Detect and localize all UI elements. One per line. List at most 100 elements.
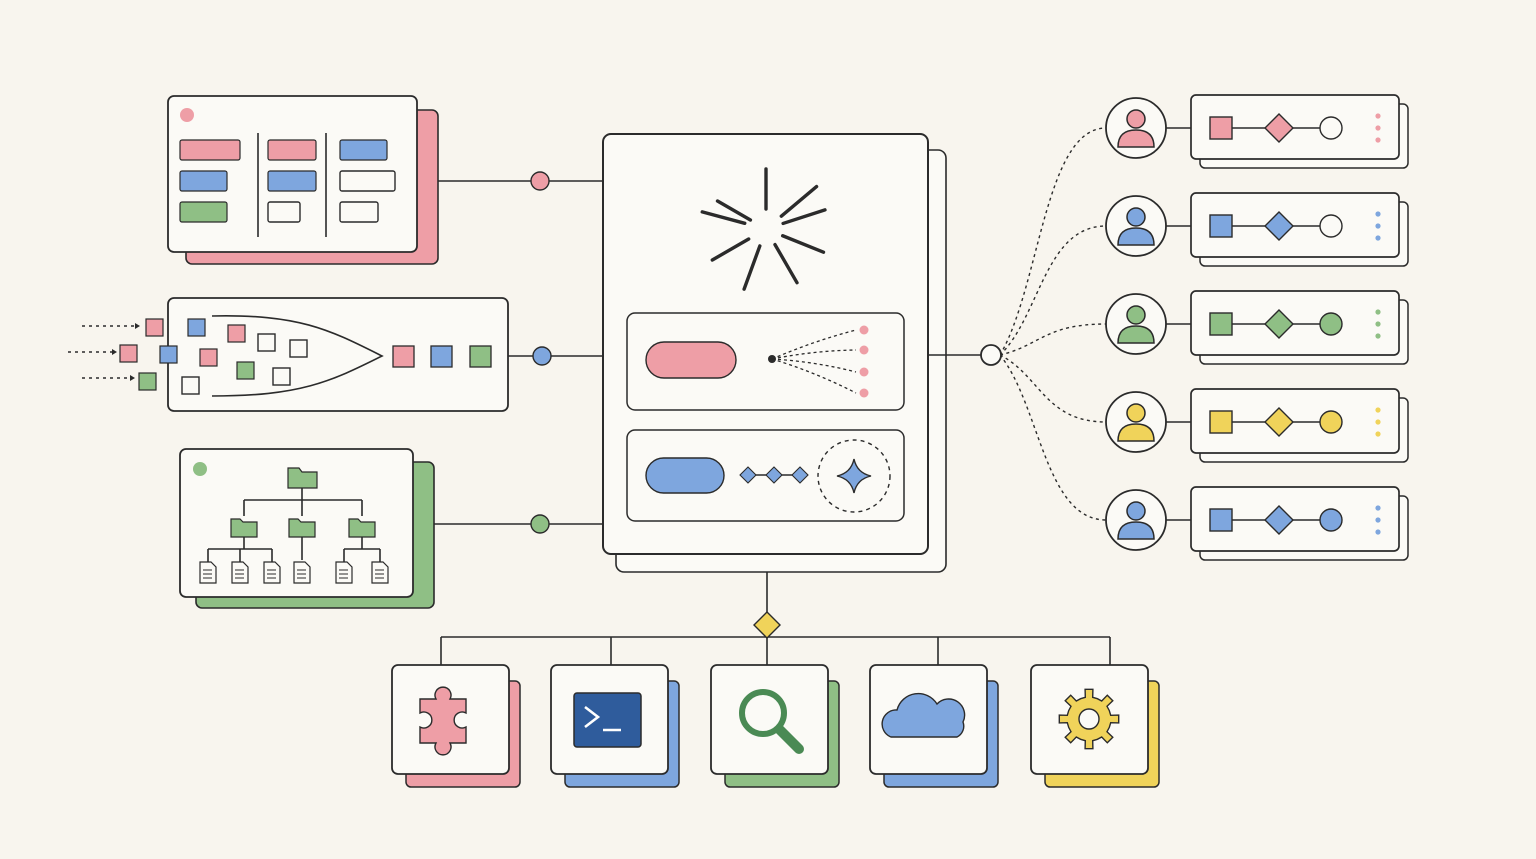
step-diamond xyxy=(1264,113,1294,143)
more-icon[interactable] xyxy=(1375,505,1381,535)
step-diamond xyxy=(1264,505,1294,535)
funnel-shape xyxy=(211,315,384,397)
status-dot xyxy=(180,108,194,122)
step-diamond xyxy=(1264,407,1294,437)
user-icon xyxy=(1105,489,1167,551)
cloud-icon xyxy=(881,692,966,738)
tree-lines xyxy=(207,488,381,562)
connector-node xyxy=(530,514,550,534)
status-dot xyxy=(193,462,207,476)
funnel-stream-card xyxy=(68,297,603,412)
agent-link xyxy=(999,354,1107,521)
tool-bus xyxy=(391,572,1160,788)
stream-arrow xyxy=(130,375,135,381)
document-icon xyxy=(293,561,311,584)
burst-ray xyxy=(773,242,799,285)
tool-card[interactable] xyxy=(869,637,999,788)
kanban-card xyxy=(339,139,388,161)
step-square xyxy=(1209,312,1233,336)
kanban-card xyxy=(179,201,228,223)
agent-row xyxy=(1105,94,1409,169)
four-point-star-icon xyxy=(836,458,872,494)
kanban-card xyxy=(267,201,301,223)
tool-card[interactable] xyxy=(391,637,521,788)
more-icon[interactable] xyxy=(1375,407,1381,437)
gear-icon xyxy=(1058,688,1120,750)
burst-ray xyxy=(700,210,747,226)
target-dot xyxy=(859,367,869,377)
document-icon xyxy=(335,561,353,584)
puzzle-icon xyxy=(419,686,467,756)
tool-card[interactable] xyxy=(710,637,840,788)
agent-row xyxy=(1105,486,1409,561)
central-hub xyxy=(602,133,947,573)
terminal-icon xyxy=(573,692,642,748)
folder-icon xyxy=(287,467,318,489)
item-square xyxy=(272,367,291,386)
item-square xyxy=(119,344,138,363)
distribution-node xyxy=(980,344,1002,366)
agent-row xyxy=(1105,388,1409,463)
workflow-card xyxy=(1190,192,1400,258)
item-square xyxy=(227,324,246,343)
step-diamond xyxy=(1264,309,1294,339)
folder-icon xyxy=(288,518,316,538)
step-square xyxy=(1209,116,1233,140)
connector-node xyxy=(530,171,550,191)
document-icon xyxy=(231,561,249,584)
agent-link xyxy=(999,127,1107,356)
source-pill xyxy=(645,341,737,379)
more-icon[interactable] xyxy=(1375,309,1381,339)
folder-icon xyxy=(348,518,376,538)
target-dot xyxy=(859,325,869,335)
kanban-card xyxy=(339,170,396,192)
kanban-card xyxy=(267,139,317,161)
agent-rows xyxy=(1105,94,1409,561)
step-square xyxy=(1209,410,1233,434)
step-square xyxy=(1209,214,1233,238)
agent-link xyxy=(999,225,1107,356)
tool-card[interactable] xyxy=(550,637,680,788)
burst-ray xyxy=(780,234,826,254)
workflow-card xyxy=(1190,290,1400,356)
step-circle xyxy=(1319,312,1343,336)
item-square xyxy=(199,348,218,367)
search-icon xyxy=(739,689,804,754)
stream-arrow xyxy=(135,323,140,329)
output-square xyxy=(430,345,453,368)
item-square xyxy=(138,372,157,391)
more-icon[interactable] xyxy=(1375,113,1381,143)
kanban-card xyxy=(267,170,317,192)
workflow-card xyxy=(1190,94,1400,160)
item-square xyxy=(187,318,206,337)
user-icon xyxy=(1105,195,1167,257)
user-icon xyxy=(1105,391,1167,453)
target-dot xyxy=(859,345,869,355)
agent-distribution xyxy=(928,94,1409,561)
item-square xyxy=(145,318,164,337)
document-icon xyxy=(199,561,217,584)
workflow-card xyxy=(1190,486,1400,552)
item-square xyxy=(236,361,255,380)
burst-ray xyxy=(781,208,827,226)
item-square xyxy=(257,333,276,352)
step-circle xyxy=(1319,508,1343,532)
sparkle-burst-icon xyxy=(700,167,827,291)
more-icon[interactable] xyxy=(1375,211,1381,241)
user-icon xyxy=(1105,97,1167,159)
item-square xyxy=(159,345,178,364)
tool-card[interactable] xyxy=(1030,637,1160,788)
burst-ray xyxy=(715,199,753,222)
burst-ray xyxy=(710,237,751,262)
document-icons xyxy=(199,561,389,584)
workflow-card xyxy=(1190,388,1400,454)
kanban-card xyxy=(179,139,241,161)
funnel-panel xyxy=(167,297,509,412)
fan-out-line xyxy=(771,329,857,360)
document-icon xyxy=(263,561,281,584)
fan-out-panel xyxy=(626,312,905,411)
item-square xyxy=(181,376,200,395)
fan-out-lines xyxy=(771,325,869,398)
step-circle xyxy=(1319,410,1343,434)
kanban-board-card xyxy=(167,95,603,265)
